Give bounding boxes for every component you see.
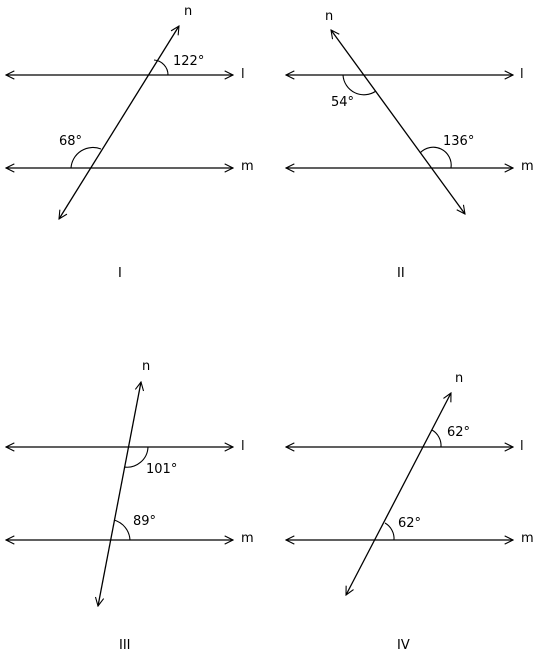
figure-caption: II [397,266,405,281]
angle-label-top: 62° [447,425,470,440]
angle-label-bottom: 89° [133,514,156,529]
figure-3: n l m 101° 89° III [6,359,254,653]
transversal-n [98,382,141,606]
line-label-m: m [521,159,534,174]
angle-arc-bottom [113,519,131,541]
figure-2: n l m 54° 136° II [286,9,534,281]
figure-4: n l m 62° 62° IV [286,371,534,653]
angle-arc-top [342,74,377,96]
line-label-l: l [241,67,245,82]
figure-1: n l m 122° 68° I [6,4,254,281]
line-label-l: l [520,439,524,454]
angle-arc-top [153,59,169,76]
angle-label-bottom: 136° [443,134,474,149]
transversal-n [59,26,179,219]
line-label-m: m [521,531,534,546]
line-label-n: n [325,9,333,24]
transversal-n [345,393,452,595]
angle-arc-top [431,429,442,448]
transversal-n [331,30,465,214]
angle-arc-top [123,446,149,468]
figure-caption: I [118,266,122,281]
line-label-l: l [520,67,524,82]
figure-caption: IV [397,638,410,653]
line-label-n: n [455,371,463,386]
angle-label-top: 122° [173,54,204,69]
angle-label-bottom: 62° [398,516,421,531]
line-label-m: m [241,531,254,546]
angle-label-bottom: 68° [59,134,82,149]
line-label-n: n [142,359,150,374]
line-label-n: n [184,4,192,19]
angle-label-top: 101° [146,462,177,477]
angle-arc-bottom [384,522,395,541]
line-label-l: l [241,439,245,454]
angle-arc-bottom [419,146,452,169]
angle-arc-bottom [70,146,102,169]
angle-label-top: 54° [331,95,354,110]
line-label-m: m [241,159,254,174]
figure-caption: III [119,638,131,653]
